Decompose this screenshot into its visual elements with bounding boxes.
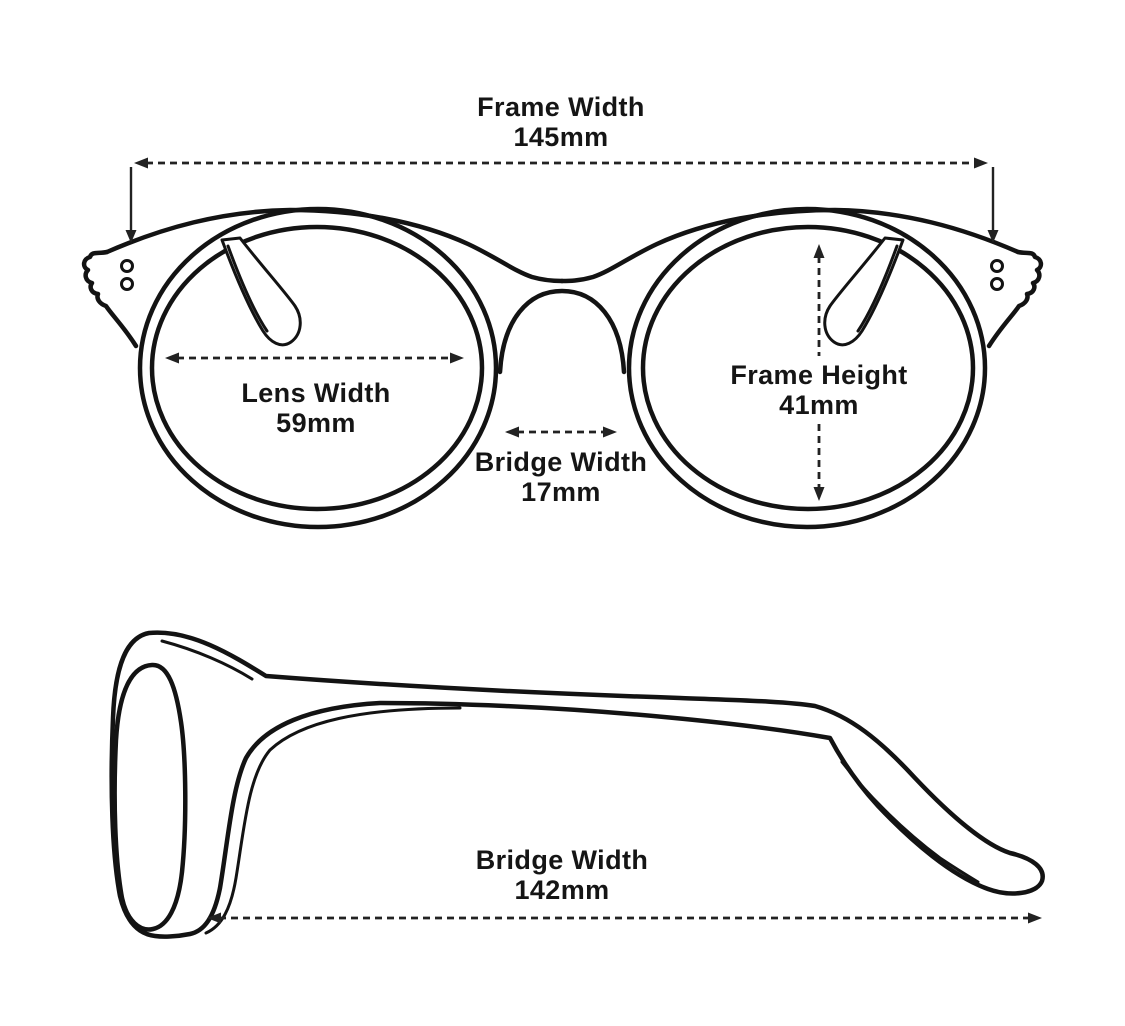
frame-width-value: 145mm — [513, 122, 609, 152]
arrowhead-left — [207, 912, 221, 924]
right-lens-inner-rim — [640, 224, 976, 512]
bridge-width-dimension-arrow — [505, 426, 617, 438]
bridge-width-value: 17mm — [521, 477, 601, 507]
side-lens-profile — [112, 662, 188, 932]
bridge-width-annotation: Bridge Width 17mm — [475, 447, 648, 507]
temple-length-annotation: Bridge Width 142mm — [476, 845, 649, 905]
arrowhead-down-left — [125, 230, 137, 243]
left-lens-outer-rim — [137, 206, 499, 530]
arrowhead-left — [165, 352, 179, 364]
temple-length-dimension-arrow — [207, 912, 1042, 924]
side-rim-back-edge — [204, 706, 462, 935]
arrowhead-up — [813, 244, 825, 258]
right-brow-line — [559, 207, 1021, 284]
temple-length-value: 142mm — [514, 875, 610, 905]
arrowhead-right — [450, 352, 464, 364]
bridge-width-label: Bridge Width — [474, 447, 648, 477]
side-view-drawing — [109, 630, 1045, 939]
frame-width-dimension-arrow — [125, 157, 999, 243]
arrowhead-right — [1028, 912, 1042, 924]
left-brow-line — [104, 207, 565, 284]
right-rivet-top — [990, 259, 1004, 273]
lens-width-annotation: Lens Width 59mm — [241, 378, 390, 438]
left-lens-inner-rim — [149, 224, 485, 512]
frame-height-dimension-arrow — [813, 244, 825, 501]
bridge-arch — [497, 288, 627, 375]
front-view-drawing — [81, 206, 1044, 530]
frame-height-annotation: Frame Height 41mm — [730, 360, 907, 420]
lens-width-value: 59mm — [276, 408, 356, 438]
left-temple-tip-accent — [226, 244, 269, 333]
left-rivet-top — [120, 259, 134, 273]
lens-width-dimension-arrow — [165, 352, 464, 364]
frame-width-annotation: Frame Width 145mm — [477, 92, 645, 152]
right-end-piece — [986, 249, 1044, 349]
frame-height-label: Frame Height — [730, 360, 908, 390]
arrowhead-right — [974, 157, 988, 169]
arrowhead-left — [505, 426, 519, 438]
lens-width-label: Lens Width — [241, 378, 391, 408]
side-silhouette — [109, 630, 1045, 939]
right-temple-tip-through-lens — [823, 236, 905, 347]
right-rivet-bottom — [990, 277, 1004, 291]
temple-length-label: Bridge Width — [475, 845, 649, 875]
frame-height-value: 41mm — [779, 390, 859, 420]
arrowhead-right — [603, 426, 617, 438]
left-end-piece — [81, 249, 139, 349]
frame-width-label: Frame Width — [477, 92, 645, 122]
side-temple-bend-accent — [840, 760, 980, 884]
arrowhead-down-right — [987, 230, 999, 243]
right-temple-tip-accent — [856, 244, 899, 333]
arrowhead-left — [134, 157, 148, 169]
left-temple-tip-through-lens — [220, 236, 302, 347]
arrowhead-down — [813, 487, 825, 501]
side-rim-top-accent — [160, 639, 254, 681]
left-rivet-bottom — [120, 277, 134, 291]
